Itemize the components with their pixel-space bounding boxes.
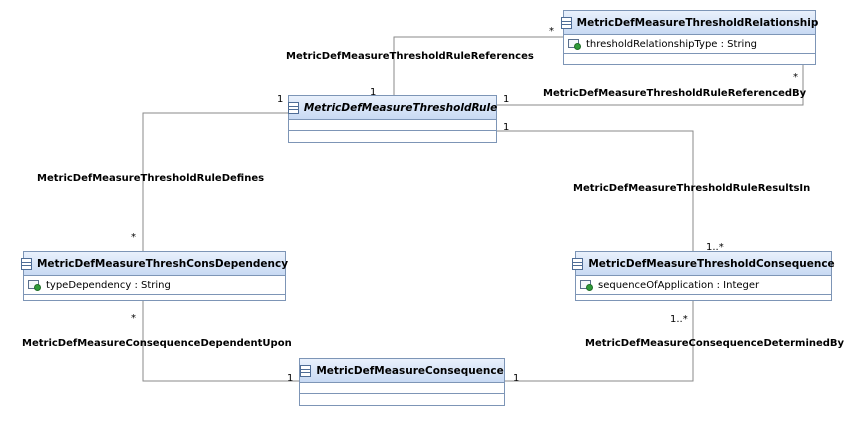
class-thresh-cons-dependency[interactable]: MetricDefMeasureThreshConsDependency typ… xyxy=(20,251,289,303)
attribute-icon xyxy=(28,279,42,291)
multiplicity-references-target: * xyxy=(549,26,554,37)
multiplicity-determined-by-target: 1 xyxy=(513,373,519,384)
operations-compartment xyxy=(576,295,831,303)
multiplicity-results-in-source: 1 xyxy=(503,122,509,133)
multiplicity-referenced-by-target: * xyxy=(793,72,798,83)
class-header: MetricDefMeasureThresholdRule xyxy=(287,96,498,120)
class-icon xyxy=(287,101,299,114)
attributes-compartment xyxy=(300,383,504,394)
operations-compartment xyxy=(289,131,496,142)
class-icon xyxy=(300,364,312,377)
association-label-dependent-upon: MetricDefMeasureConsequenceDependentUpon xyxy=(22,338,292,349)
attribute-row[interactable]: thresholdRelationshipType : String xyxy=(564,35,815,54)
association-labels: MetricDefMeasureThresholdRuleReferences … xyxy=(22,51,845,349)
association-rule-referenced-by[interactable] xyxy=(497,65,804,106)
association-label-determined-by: MetricDefMeasureConsequenceDeterminedBy xyxy=(585,338,845,349)
operations-compartment xyxy=(24,295,285,303)
association-rule-defines[interactable] xyxy=(142,112,288,251)
association-label-rule-results-in: MetricDefMeasureThresholdRuleResultsIn xyxy=(573,183,810,194)
class-header: MetricDefMeasureThresholdConsequence xyxy=(572,252,835,276)
multiplicity-dependent-upon-target: 1 xyxy=(287,373,293,384)
association-label-rule-referenced-by: MetricDefMeasureThresholdRuleReferencedB… xyxy=(543,88,807,99)
attribute-row[interactable]: sequenceOfApplication : Integer xyxy=(576,276,831,295)
class-header: MetricDefMeasureThresholdRelationship xyxy=(560,11,818,35)
attribute-icon xyxy=(580,279,594,291)
association-label-rule-references: MetricDefMeasureThresholdRuleReferences xyxy=(286,51,534,62)
attribute-icon xyxy=(568,38,582,50)
multiplicity-references-source: 1 xyxy=(370,87,376,98)
association-determined-by[interactable] xyxy=(505,301,694,382)
class-measure-consequence[interactable]: MetricDefMeasureConsequence xyxy=(299,358,505,406)
multiplicity-defines-target: * xyxy=(131,232,136,243)
attributes-compartment xyxy=(289,120,496,131)
class-threshold-rule[interactable]: MetricDefMeasureThresholdRule xyxy=(287,95,498,143)
association-rule-references[interactable] xyxy=(393,36,563,95)
attribute-row[interactable]: typeDependency : String xyxy=(24,276,285,295)
attribute-text: sequenceOfApplication : Integer xyxy=(598,279,760,291)
class-threshold-relationship[interactable]: MetricDefMeasureThresholdRelationship th… xyxy=(560,10,818,65)
class-icon xyxy=(20,257,32,270)
connectors xyxy=(142,36,804,382)
operations-compartment xyxy=(300,394,504,405)
multiplicity-determined-by-source: 1..* xyxy=(670,314,688,325)
class-name: MetricDefMeasureThreshConsDependency xyxy=(36,257,289,270)
association-label-rule-defines: MetricDefMeasureThresholdRuleDefines xyxy=(37,173,264,184)
multiplicity-results-in-target: 1..* xyxy=(706,242,724,253)
attribute-text: thresholdRelationshipType : String xyxy=(586,38,758,50)
class-header: MetricDefMeasureConsequence xyxy=(300,359,504,383)
association-dependent-upon[interactable] xyxy=(142,301,299,382)
class-header: MetricDefMeasureThreshConsDependency xyxy=(20,252,289,276)
class-name: MetricDefMeasureConsequence xyxy=(316,364,504,377)
multiplicities: 1 * 1 * 1 * 1 1..* * 1 1..* 1 xyxy=(131,26,798,384)
multiplicity-dependent-upon-source: * xyxy=(131,313,136,324)
class-icon xyxy=(572,257,584,270)
multiplicity-referenced-by-source: 1 xyxy=(503,94,509,105)
class-name: MetricDefMeasureThresholdRelationship xyxy=(576,16,819,29)
multiplicity-defines-source: 1 xyxy=(277,94,283,105)
class-icon xyxy=(560,16,572,29)
class-threshold-consequence[interactable]: MetricDefMeasureThresholdConsequence seq… xyxy=(572,251,835,303)
class-name: MetricDefMeasureThresholdConsequence xyxy=(588,257,835,270)
association-rule-results-in[interactable] xyxy=(497,130,694,251)
operations-compartment xyxy=(564,54,815,62)
attribute-text: typeDependency : String xyxy=(46,279,171,291)
class-name: MetricDefMeasureThresholdRule xyxy=(303,101,498,114)
